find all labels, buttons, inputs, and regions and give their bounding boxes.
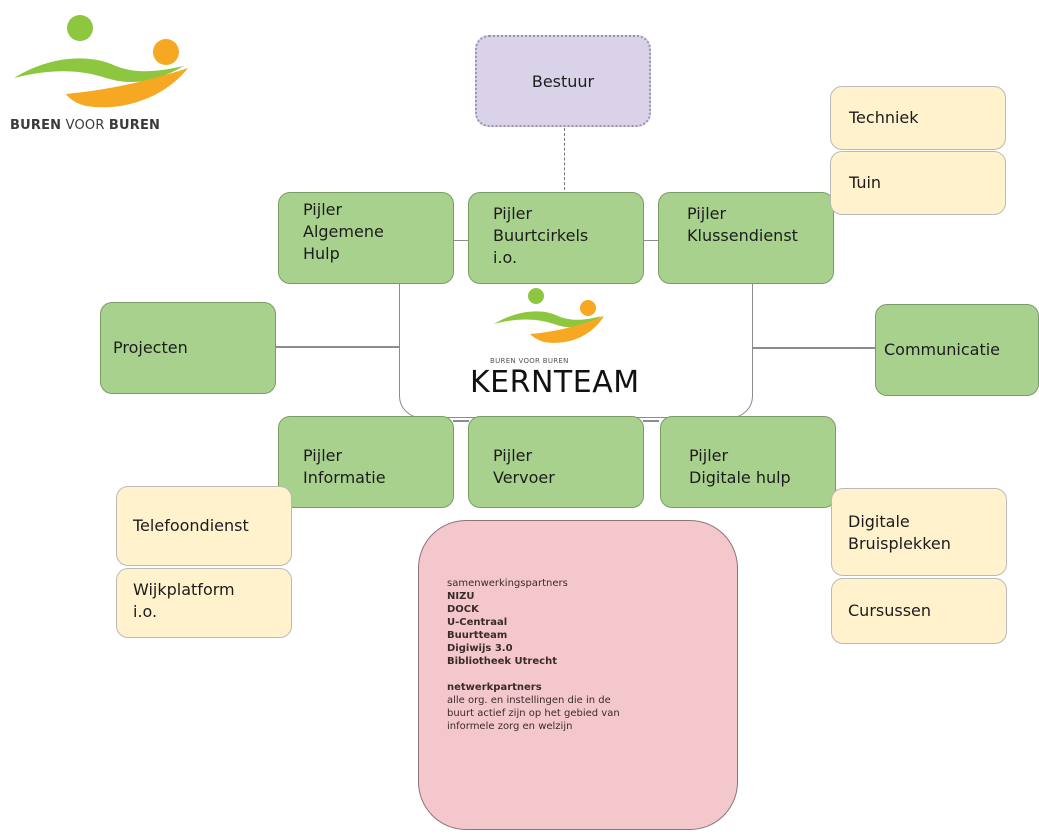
samenwerkingspartners-title: samenwerkingspartners [447, 578, 568, 589]
communicatie-box: Communicatie [875, 304, 1039, 396]
logo-word-buren-2: BUREN [108, 118, 161, 133]
cursussen-box: Cursussen [831, 578, 1007, 644]
partner-item: DOCK [447, 604, 479, 615]
netwerkpartners-title: netwerkpartners [447, 682, 542, 693]
logo-word-buren-1: BUREN [10, 118, 62, 133]
partner-item: NIZU [447, 591, 475, 602]
partner-item: Bibliotheek Utrecht [447, 656, 557, 667]
partners-box: samenwerkingspartners NIZU DOCK U-Centra… [418, 520, 738, 830]
pillar-digitale-hulp: Pijler Digitale hulp [660, 416, 836, 508]
pillar-algemene-hulp: Pijler Algemene Hulp [278, 192, 454, 284]
partner-item: U-Centraal [447, 617, 508, 628]
pillar-buurtcirkels: Pijler Buurtcirkels i.o. [468, 192, 644, 284]
cursussen-label: Cursussen [848, 601, 932, 620]
bestuur-box: Bestuur [475, 35, 651, 127]
bestuur-connector [564, 128, 565, 190]
digitale-bruisplekken-box: Digitale Bruisplekken [831, 488, 1007, 576]
kernteam-title: KERNTEAM [470, 365, 640, 400]
wijkplatform-box: Wijkplatform i.o. [116, 568, 292, 638]
connector-informatie-vervoer [453, 420, 469, 422]
projecten-label: Projecten [113, 338, 188, 357]
telefoondienst-label: Telefoondienst [133, 516, 249, 535]
kernteam-logo-icon [494, 288, 604, 343]
partner-item: Digiwijs 3.0 [447, 643, 513, 654]
logo-wordmark: BUREN VOOR BUREN [10, 118, 160, 133]
pillar-vervoer: Pijler Vervoer [468, 416, 644, 508]
pillar-informatie: Pijler Informatie [278, 416, 454, 508]
partners-list: NIZU DOCK U-Centraal Buurtteam Digiwijs … [447, 590, 737, 668]
techniek-box: Techniek [830, 86, 1006, 150]
tuin-box: Tuin [830, 151, 1006, 215]
bestuur-label: Bestuur [531, 71, 595, 91]
netwerkpartners-text: alle org. en instellingen die in de buur… [447, 695, 620, 732]
buren-voor-buren-logo [6, 8, 206, 133]
pillar-klussendienst: Pijler Klussendienst [658, 192, 834, 284]
logo-word-voor: VOOR [65, 118, 105, 133]
partner-item: Buurtteam [447, 630, 508, 641]
telefoondienst-box: Telefoondienst [116, 486, 292, 566]
connector-vervoer-digitale [643, 420, 659, 422]
logo-graphic [14, 15, 188, 108]
projecten-box: Projecten [100, 302, 276, 394]
communicatie-label: Communicatie [884, 340, 1001, 359]
connector-communicatie [752, 347, 876, 349]
techniek-label: Techniek [849, 108, 919, 127]
connector-projecten [276, 346, 400, 348]
tuin-label: Tuin [849, 173, 882, 192]
kernteam-small-text: BUREN VOOR BUREN [490, 357, 569, 365]
